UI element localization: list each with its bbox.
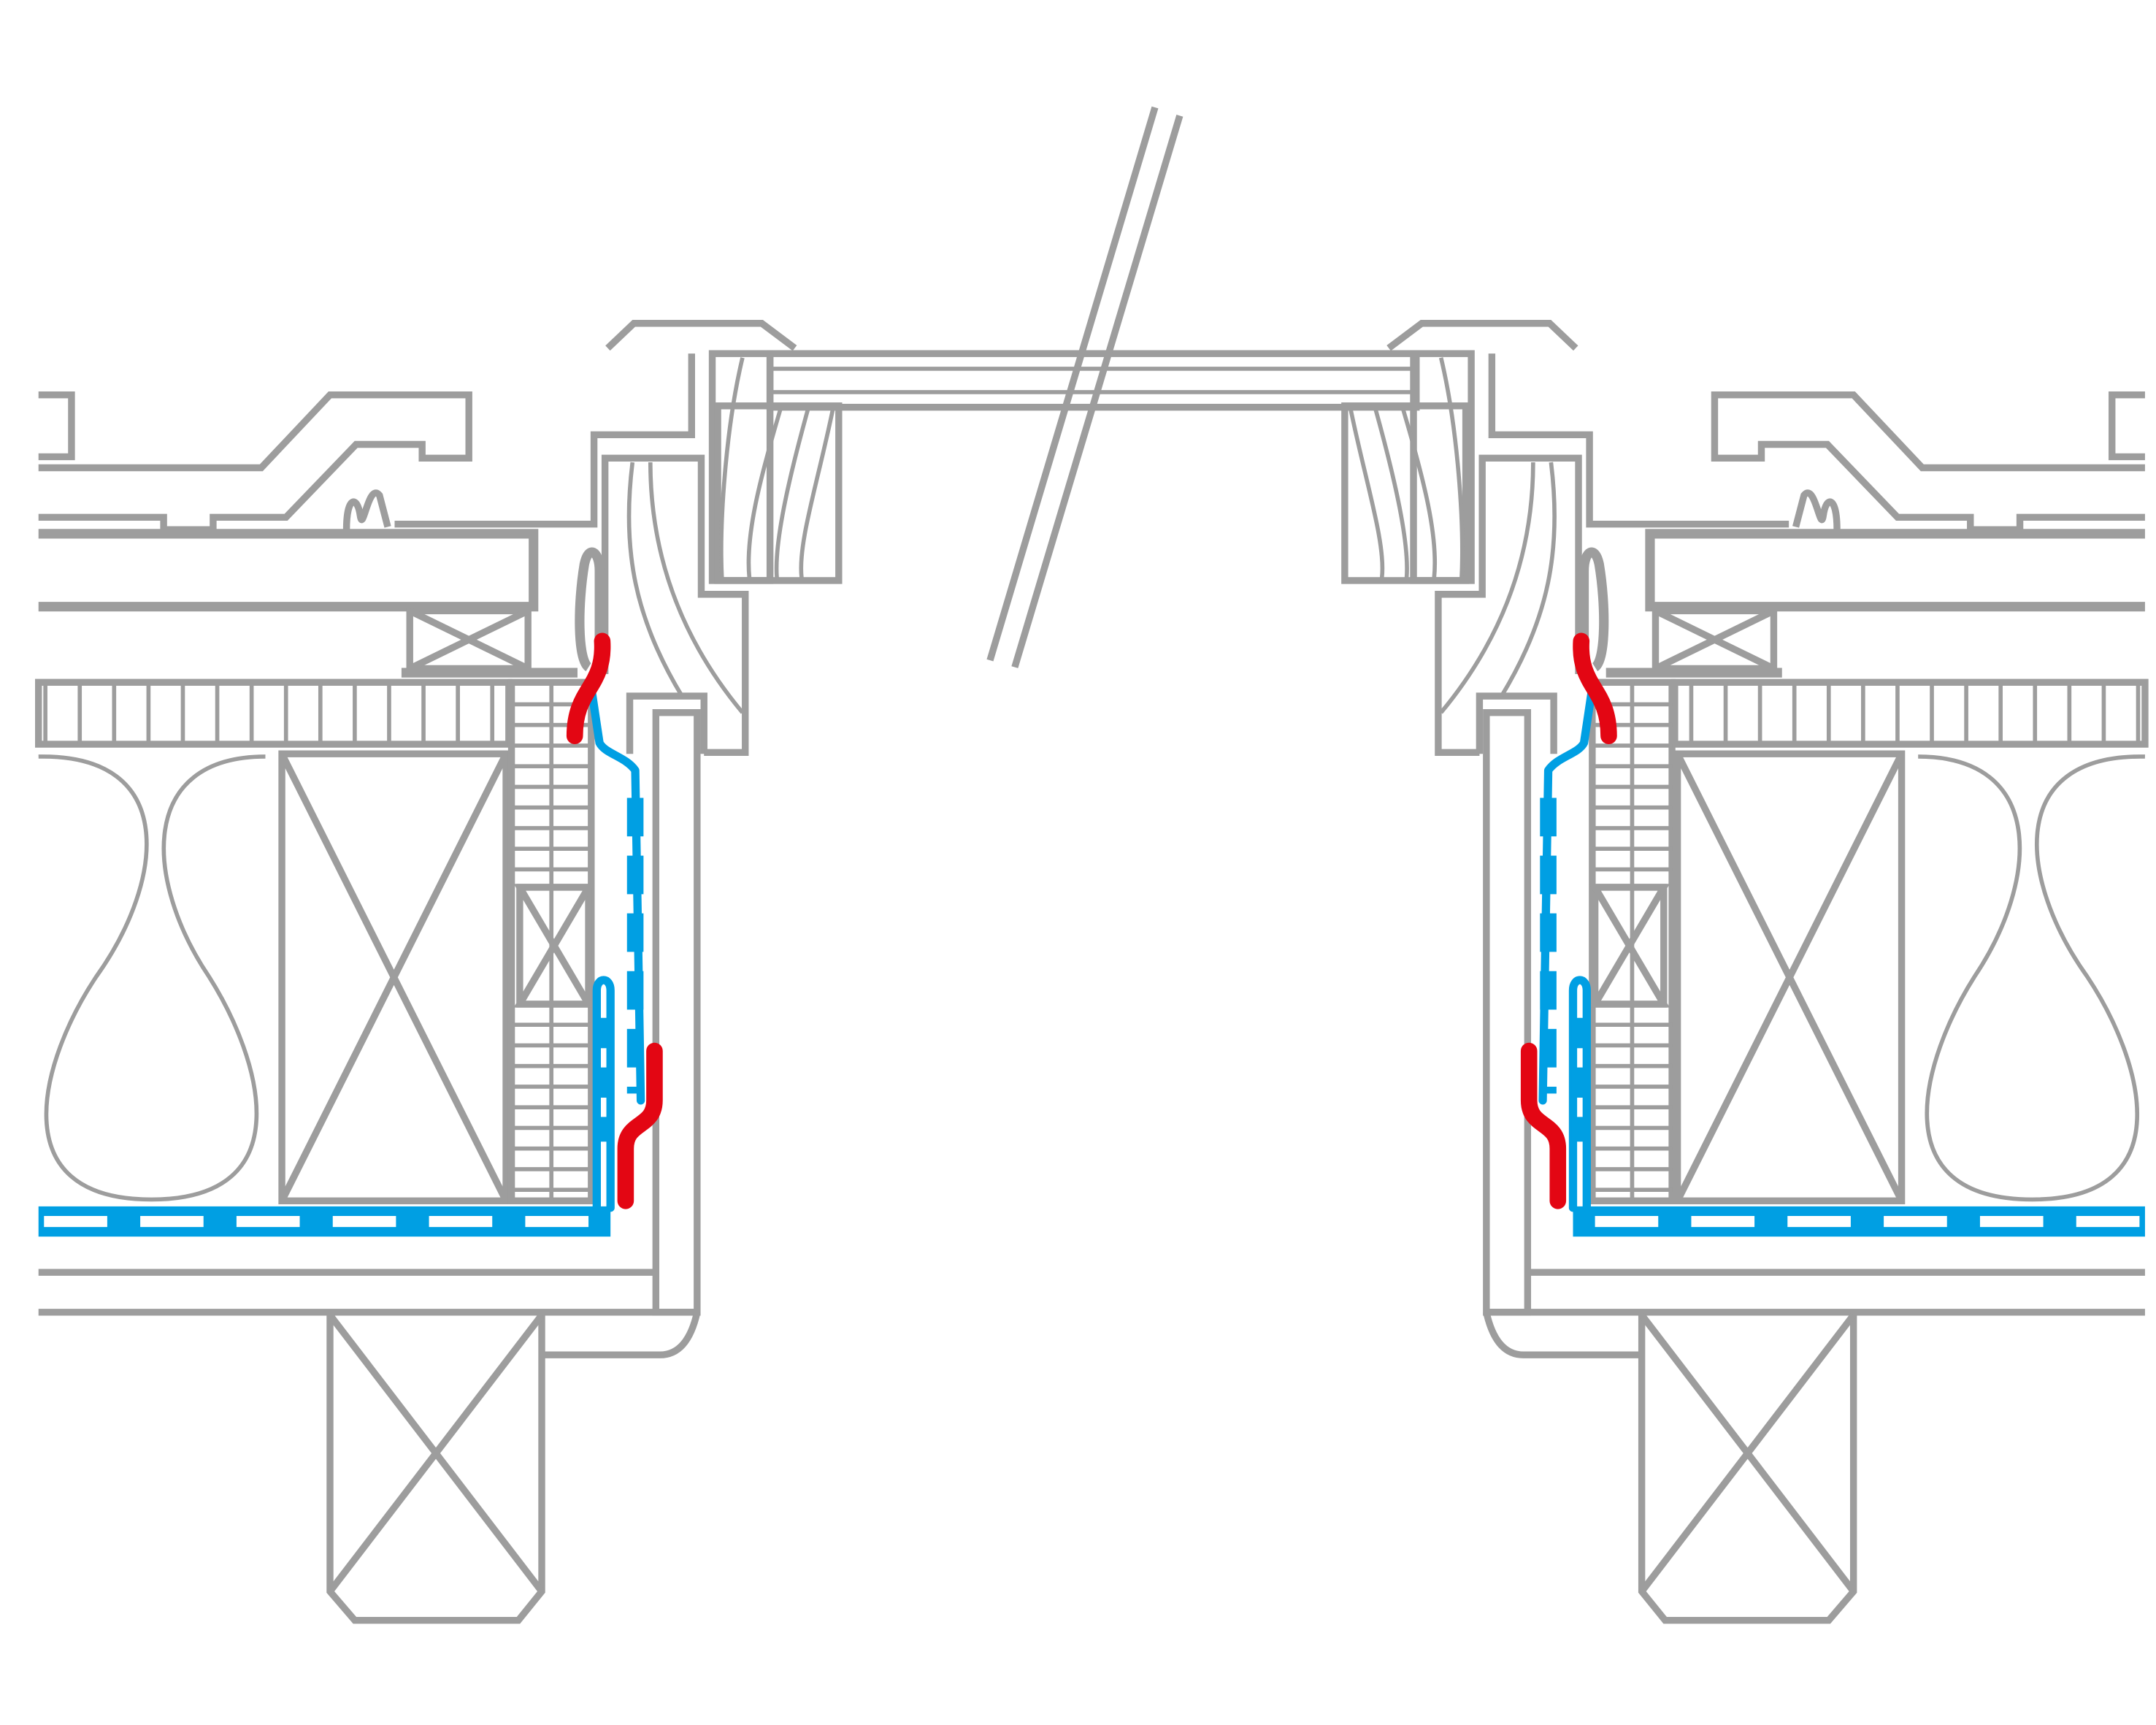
left-section xyxy=(39,324,839,1621)
section-break-lines xyxy=(986,106,1184,668)
right-section xyxy=(1345,324,2145,1621)
